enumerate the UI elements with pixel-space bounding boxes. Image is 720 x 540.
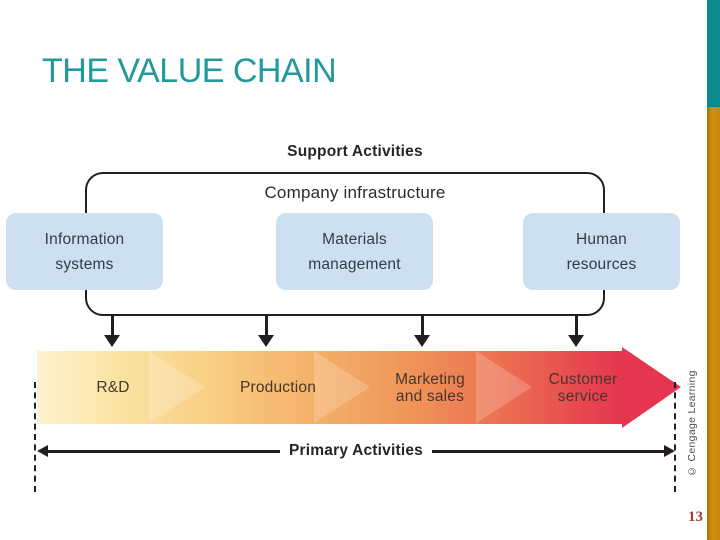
page-title: THE VALUE CHAIN [42, 52, 337, 90]
down-arrow-head [568, 335, 584, 347]
support-box-human-resources: Human resources [523, 213, 680, 290]
chevron-divider-icon [149, 351, 205, 423]
arrow-line [432, 449, 665, 453]
dashed-boundary-right [674, 382, 676, 492]
primary-activities-span-arrow: Primary Activities [37, 442, 676, 459]
segment-label-rd: R&D [38, 379, 188, 397]
support-box-information-systems: Information systems [6, 213, 163, 290]
support-box-label-line: Materials [322, 230, 387, 248]
support-box-label-line: Information [44, 230, 125, 248]
segment-label-line: Customer [548, 371, 618, 388]
segment-label-customer-service: Customer service [508, 371, 658, 405]
arrow-left-icon [37, 445, 48, 457]
segment-label-line: Marketing [395, 371, 465, 388]
support-box-label-line: management [308, 255, 401, 273]
segment-label-line: and sales [395, 387, 465, 405]
support-box-label-line: systems [55, 255, 114, 273]
down-arrow-icon [568, 316, 585, 347]
dashed-boundary-left [34, 382, 36, 492]
down-arrow-stem [111, 316, 114, 336]
down-arrow-stem [575, 316, 578, 336]
segment-label-line: service [557, 387, 609, 405]
page-number: 13 [688, 509, 703, 525]
down-arrow-head [258, 335, 274, 347]
down-arrow-head [414, 335, 430, 347]
value-chain-arrow-body [37, 351, 623, 424]
accent-bar [707, 0, 720, 540]
accent-bar-teal [707, 0, 720, 107]
down-arrow-icon [414, 316, 431, 347]
down-arrow-icon [104, 316, 121, 347]
chevron-divider-icon [314, 351, 370, 423]
down-arrow-icon [258, 316, 275, 347]
copyright-credit: © Cengage Learning [686, 370, 698, 478]
company-infrastructure-label: Company infrastructure [264, 183, 446, 202]
segment-label-production: Production [203, 379, 353, 397]
chevron-divider-icon [476, 351, 532, 423]
down-arrow-stem [421, 316, 424, 336]
support-box-label-line: resources [566, 255, 637, 273]
arrow-line [48, 449, 281, 453]
segment-label-line: Production [239, 379, 317, 396]
support-box-label-line: Human [576, 230, 627, 248]
segment-label-marketing-and-sales: Marketing and sales [355, 371, 505, 405]
primary-activities-label: Primary Activities [289, 442, 423, 459]
down-arrow-stem [265, 316, 268, 336]
value-chain-arrow-head-icon [622, 347, 681, 428]
support-activities-label: Support Activities [287, 143, 423, 160]
down-arrow-head [104, 335, 120, 347]
accent-bar-gold [707, 107, 720, 540]
arrow-right-icon [664, 445, 676, 457]
support-box-materials-management: Materials management [276, 213, 433, 290]
segment-label-line: R&D [96, 379, 130, 396]
